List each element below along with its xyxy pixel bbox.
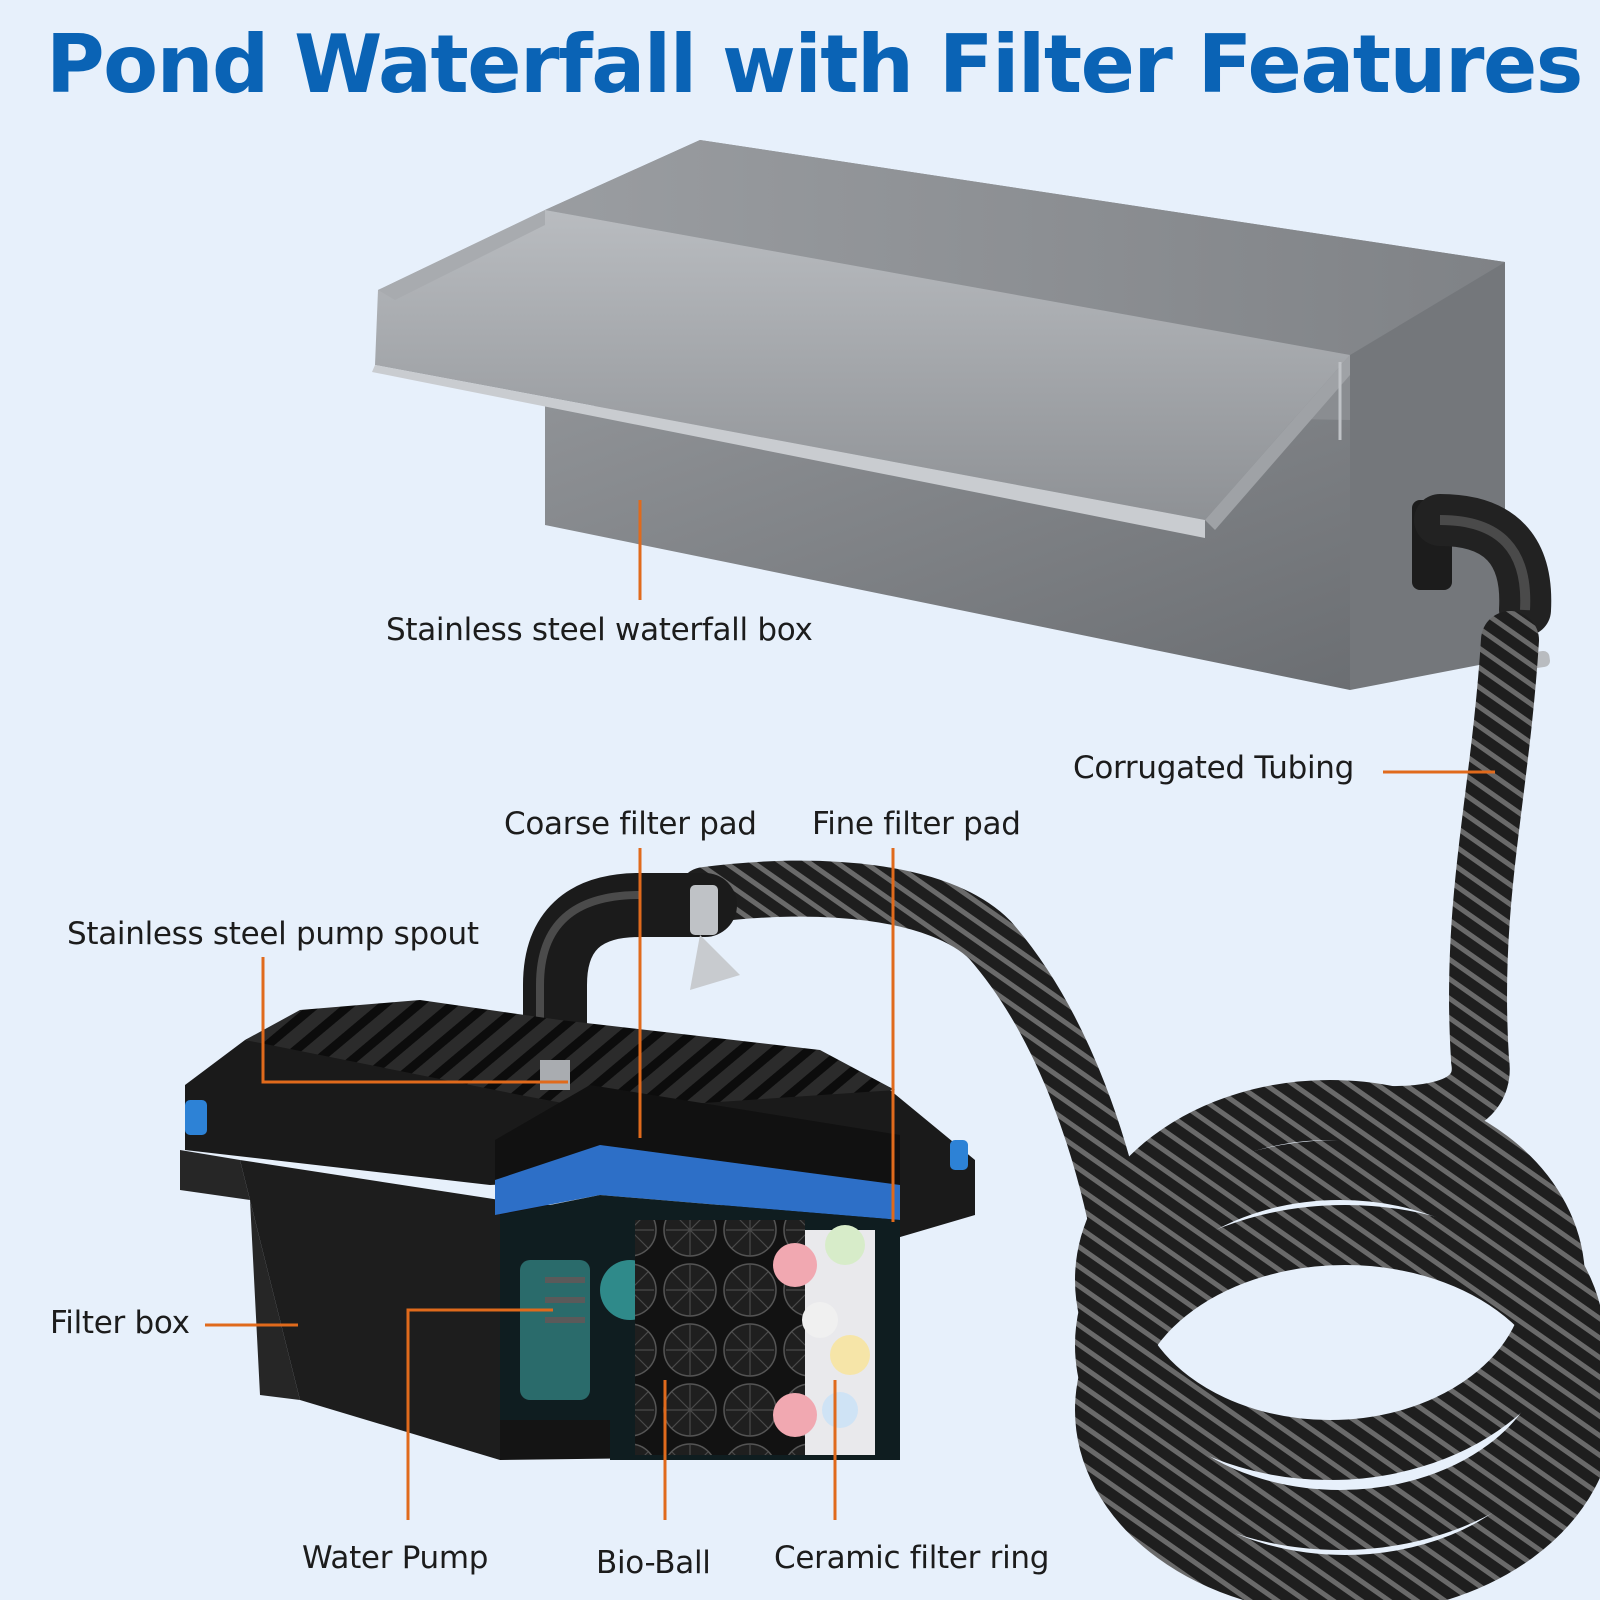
page-title: Pond Waterfall with Filter Features bbox=[46, 18, 1583, 111]
leader-pump-spout bbox=[261, 957, 568, 1084]
label-ceramic-filter-ring: Ceramic filter ring bbox=[774, 1540, 1050, 1576]
leader-lines bbox=[205, 500, 1495, 1520]
label-pump-spout: Stainless steel pump spout bbox=[67, 916, 479, 952]
corrugated-tubing bbox=[523, 494, 1600, 1600]
label-water-pump: Water Pump bbox=[302, 1540, 489, 1576]
leader-water-pump bbox=[406, 1308, 553, 1520]
label-coarse-filter-pad: Coarse filter pad bbox=[504, 806, 757, 842]
ceramic-rings bbox=[773, 1225, 875, 1455]
filter-box bbox=[180, 1000, 975, 1460]
label-fine-filter-pad: Fine filter pad bbox=[812, 806, 1021, 842]
label-bio-ball: Bio-Ball bbox=[596, 1545, 711, 1581]
label-filter-box: Filter box bbox=[50, 1305, 190, 1341]
label-waterfall-box: Stainless steel waterfall box bbox=[386, 612, 813, 648]
waterfall-box bbox=[372, 140, 1505, 690]
label-corrugated-tubing: Corrugated Tubing bbox=[1073, 750, 1355, 786]
